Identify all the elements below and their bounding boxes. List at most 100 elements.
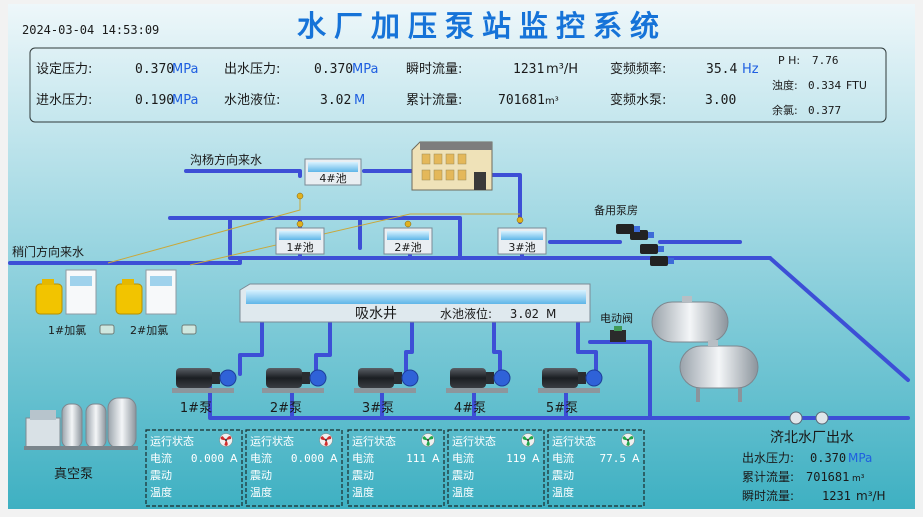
chlorinator-1-label: 1#加氯 xyxy=(48,323,86,337)
page-title: 水厂加压泵站监控系统 xyxy=(297,9,667,43)
status-label: 运行状态 xyxy=(150,434,194,448)
tank-level-value: 3.02 xyxy=(320,93,351,108)
chlorinator-2-indicator xyxy=(181,324,197,335)
status-label: 运行状态 xyxy=(552,434,596,448)
chlorinator-2[interactable] xyxy=(115,269,177,315)
pump-2[interactable]: 2#泵 xyxy=(262,368,327,416)
stopped-fan-icon xyxy=(219,433,233,447)
current-value: 77.5 xyxy=(600,452,627,465)
pump-motor xyxy=(450,368,486,388)
pump-volute xyxy=(585,369,603,387)
outlet-title: 济北水厂出水 xyxy=(770,430,854,446)
tank-level-label: 水池液位: xyxy=(224,93,280,108)
running-fan-icon xyxy=(521,433,535,447)
pump-volute xyxy=(401,369,419,387)
pump-label: 5#泵 xyxy=(546,401,578,416)
inflow-north-label: 沟杨方向来水 xyxy=(190,152,262,167)
pump-5[interactable]: 5#泵 xyxy=(538,368,603,416)
outlet-cum-unit: m³ xyxy=(852,474,865,484)
pipe-upper-header xyxy=(228,216,462,260)
pump-coupling xyxy=(394,372,402,384)
standby-room-label: 备用泵房 xyxy=(594,203,638,217)
outlet-pressure-label: 出水压力: xyxy=(742,451,794,465)
level-sensors xyxy=(296,192,524,228)
ph-value: 7.76 xyxy=(812,54,839,67)
vf-pump-value: 3.00 xyxy=(705,93,736,108)
current-label: 电流 xyxy=(150,451,172,465)
current-label: 电流 xyxy=(250,451,272,465)
standby-pumps[interactable] xyxy=(616,224,674,266)
tank-level-unit: M xyxy=(354,93,365,108)
status-label: 运行状态 xyxy=(352,434,396,448)
inflow-west-label: 稍门方向来水 xyxy=(12,244,84,259)
tank-3-label: 3#池 xyxy=(508,241,535,254)
tank-1[interactable]: 1#池 xyxy=(275,227,325,255)
pipe-main-header xyxy=(168,216,772,260)
temperature-label: 温度 xyxy=(250,485,272,499)
pump-motor xyxy=(266,368,302,388)
status-panel-border xyxy=(347,429,445,507)
pump-motor xyxy=(358,368,394,388)
chlorinator-1-indicator xyxy=(99,324,115,335)
pump-coupling xyxy=(486,372,494,384)
outlet-pressure-value: 0.370 xyxy=(810,451,846,465)
current-label: 电流 xyxy=(552,451,574,465)
chlorinator-2-label: 2#加氯 xyxy=(130,323,168,337)
pump-1[interactable]: 1#泵 xyxy=(172,368,237,416)
pressure-tank-lower[interactable] xyxy=(679,340,759,402)
vibration-label: 震动 xyxy=(250,469,272,482)
temperature-label: 温度 xyxy=(150,485,172,499)
control-building[interactable] xyxy=(411,141,493,191)
pipe-east-diagonal xyxy=(638,256,910,382)
ph-label: P H: xyxy=(778,54,800,67)
vacuum-pump-unit[interactable] xyxy=(24,397,138,450)
pressure-tank-upper[interactable] xyxy=(651,296,729,343)
in-pressure-value: 0.190 xyxy=(135,93,174,108)
motorized-valve[interactable] xyxy=(610,326,626,342)
pump-label: 3#泵 xyxy=(362,401,394,416)
inst-flow-label: 瞬时流量: xyxy=(406,62,462,77)
tank-2-label: 2#池 xyxy=(394,241,421,254)
cum-flow-label: 累计流量: xyxy=(406,93,462,108)
current-unit: A xyxy=(330,452,338,465)
pump-volute xyxy=(219,369,237,387)
status-panel-border xyxy=(447,429,545,507)
params-group: 设定压力: 0.370 MPa 出水压力: 0.370 MPa 瞬时流量: 12… xyxy=(36,61,759,108)
vf-rate-label: 变频频率: xyxy=(610,61,666,77)
current-label: 电流 xyxy=(452,451,474,465)
current-unit: A xyxy=(230,452,238,465)
current-value: 0.000 xyxy=(291,452,324,465)
outlet-cum-value: 701681 xyxy=(806,470,849,484)
cum-flow-value: 701681 xyxy=(498,93,545,108)
suction-well[interactable]: 吸水井 水池液位: 3.02 M xyxy=(239,283,591,323)
outlet-flow-value: 1231 xyxy=(822,489,851,503)
vacuum-pump-label: 真空泵 xyxy=(54,467,93,482)
stopped-fan-icon xyxy=(319,433,333,447)
pump-coupling xyxy=(212,372,220,384)
pump-row: 1#泵 2#泵 3#泵 4#泵 5#泵 xyxy=(172,368,603,416)
running-fan-icon xyxy=(621,433,635,447)
current-value: 0.000 xyxy=(191,452,224,465)
tank-4[interactable]: 4#池 xyxy=(304,158,362,186)
tank-2[interactable]: 2#池 xyxy=(383,227,433,255)
current-label: 电流 xyxy=(352,451,374,465)
chlorinator-1[interactable] xyxy=(35,269,97,315)
out-pressure-label: 出水压力: xyxy=(224,62,280,77)
status-panel-border xyxy=(245,429,343,507)
tank-3[interactable]: 3#池 xyxy=(497,227,547,255)
out-pressure-value: 0.370 xyxy=(314,62,353,77)
current-unit: A xyxy=(632,452,640,465)
cum-flow-unit: m³ xyxy=(545,96,559,107)
pump-label: 2#泵 xyxy=(270,401,302,416)
pipe-suction-3 xyxy=(404,320,414,376)
pump-motor xyxy=(542,368,578,388)
vibration-label: 震动 xyxy=(352,469,374,482)
pump-4[interactable]: 4#泵 xyxy=(446,368,511,416)
pump-3[interactable]: 3#泵 xyxy=(354,368,419,416)
